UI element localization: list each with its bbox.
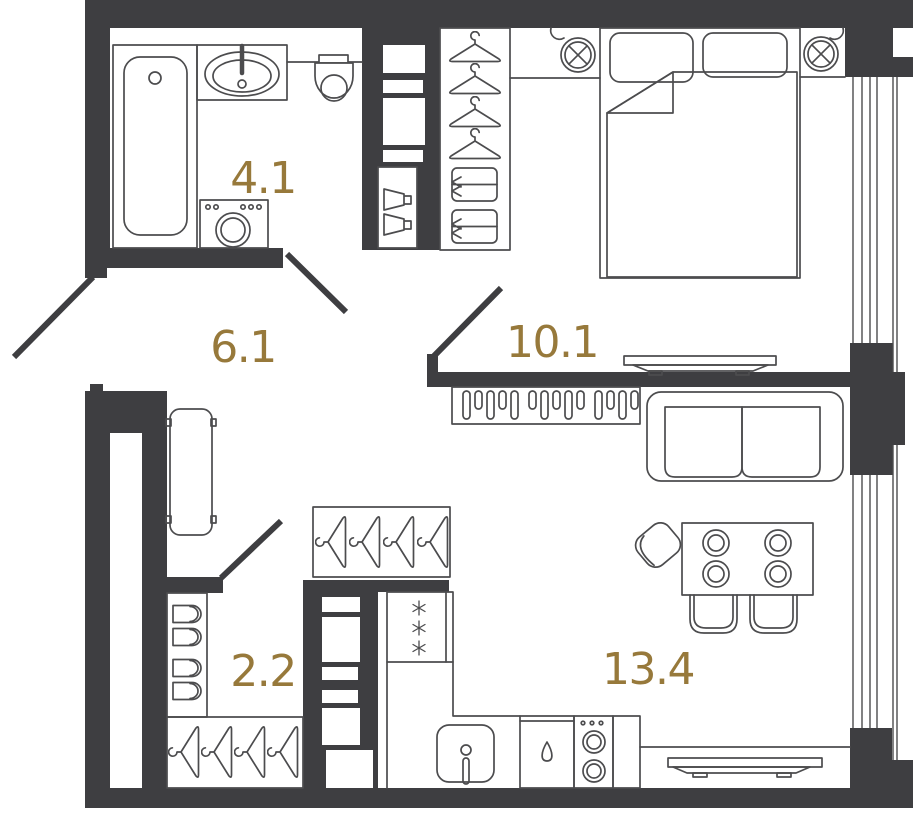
slipper-shelf xyxy=(166,592,208,718)
room-label-bedroom: 10.1 xyxy=(506,317,598,368)
bedroom-wardrobe xyxy=(439,27,511,251)
counter-end xyxy=(612,715,641,789)
fridge xyxy=(386,591,454,663)
washbasin xyxy=(196,43,288,101)
door-bedroom xyxy=(431,285,504,359)
sink xyxy=(436,724,495,785)
kitchen-counter xyxy=(386,661,521,789)
room-label-storage: 2.2 xyxy=(230,646,295,697)
slatted-closet xyxy=(451,386,641,425)
blanket-fold xyxy=(606,71,674,114)
toilet xyxy=(314,54,354,102)
room-labels: 4.1 6.1 10.1 2.2 13.4 xyxy=(210,153,695,697)
shoe-box xyxy=(451,167,498,202)
door-bathroom xyxy=(284,251,349,315)
chair xyxy=(749,594,798,634)
washing-machine xyxy=(199,199,269,249)
pillow xyxy=(702,32,788,78)
door-storage xyxy=(218,518,284,581)
room-label-bathroom: 4.1 xyxy=(230,153,295,204)
room-label-hallway: 6.1 xyxy=(210,322,275,373)
facade-line xyxy=(892,77,898,760)
dining-table xyxy=(681,522,814,596)
living-tv xyxy=(667,757,823,778)
cooktop xyxy=(573,715,614,789)
window-living xyxy=(852,475,878,728)
sofa xyxy=(646,391,844,482)
double-bed xyxy=(599,27,801,279)
hall-cabinet xyxy=(165,408,217,536)
bedroom-tv xyxy=(623,355,777,376)
door-entrance xyxy=(11,274,96,360)
dishwasher xyxy=(519,715,575,789)
coat-hanger-closet xyxy=(312,506,451,578)
bathtub xyxy=(112,44,198,249)
bedside-lamp-left xyxy=(509,27,601,79)
hanger-shelf xyxy=(166,716,304,789)
window-bedroom xyxy=(852,77,878,343)
shoe-box xyxy=(451,209,498,244)
pillow xyxy=(609,32,694,83)
blanket xyxy=(606,71,798,278)
room-label-living-kitchen: 13.4 xyxy=(602,644,694,695)
chair xyxy=(634,522,682,568)
bedside-lamp-right xyxy=(799,27,846,78)
utility-shelf xyxy=(377,166,418,249)
chair xyxy=(689,594,738,634)
